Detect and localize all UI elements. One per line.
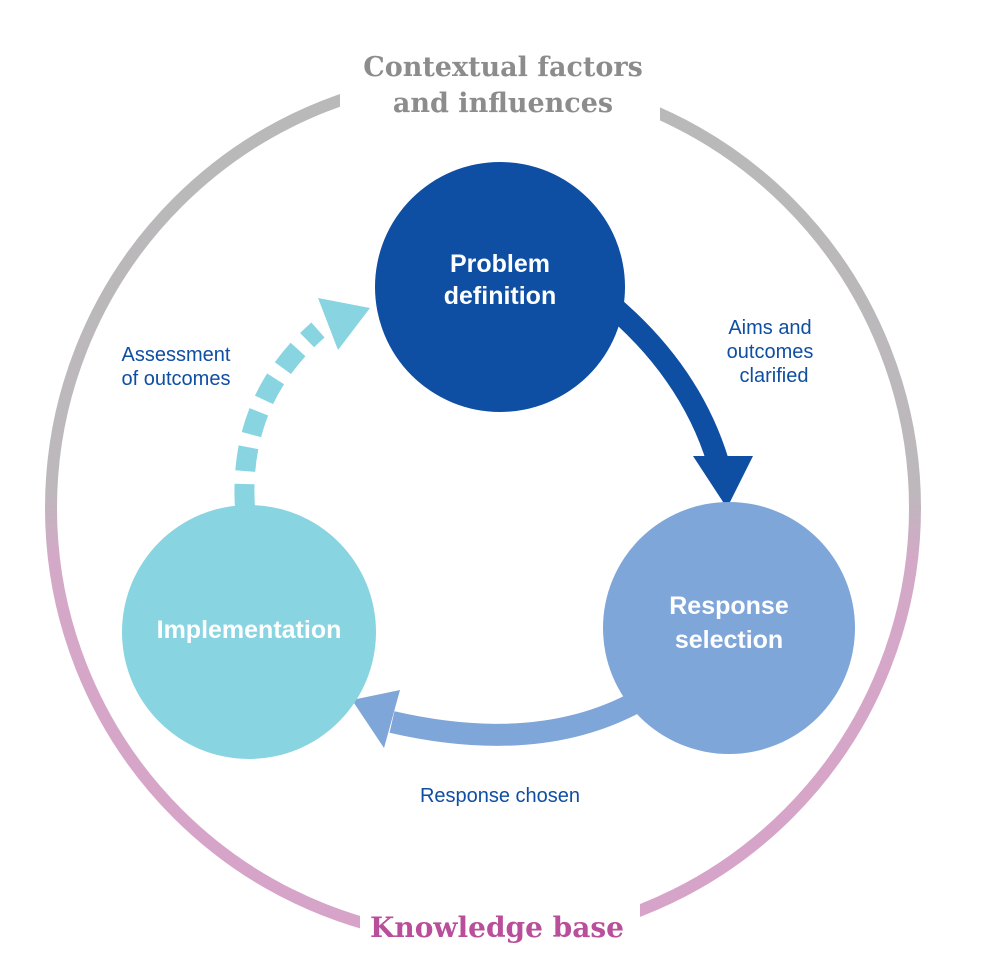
frame-top-label-line2: and influences bbox=[393, 88, 613, 119]
frame-top-label-line1: Contextual factors bbox=[363, 52, 643, 83]
bottom-label-gap bbox=[360, 900, 640, 960]
node-problem-label-line1: Problem bbox=[450, 250, 550, 278]
node-problem-definition bbox=[375, 162, 625, 412]
node-response-label-line2: selection bbox=[675, 626, 783, 654]
node-implementation bbox=[122, 505, 376, 759]
node-response-label-line1: Response bbox=[669, 592, 789, 620]
node-problem-label-line2: definition bbox=[444, 282, 556, 310]
edge-aims-label-line3: clarified bbox=[740, 365, 809, 387]
node-implementation-label: Implementation bbox=[157, 616, 342, 644]
edge-aims-label-line1: Aims and bbox=[728, 317, 811, 339]
arrow-aims-clarified-head bbox=[693, 456, 753, 508]
arrow-response-chosen-head bbox=[352, 690, 400, 748]
node-response-selection bbox=[603, 502, 855, 754]
edge-aims-label-line2: outcomes bbox=[727, 341, 814, 363]
top-label-gap bbox=[340, 42, 660, 128]
edge-chosen-label: Response chosen bbox=[420, 785, 580, 807]
arrow-assessment-of-outcomes bbox=[234, 322, 325, 509]
frame-bottom-label: Knowledge base bbox=[370, 911, 624, 944]
arrow-assessment-of-outcomes-head bbox=[318, 298, 370, 350]
edge-assessment-label-line2: of outcomes bbox=[122, 368, 231, 390]
edge-assessment-label-line1: Assessment bbox=[122, 344, 231, 366]
arrow-aims-clarified bbox=[598, 291, 729, 466]
arrow-response-chosen bbox=[389, 690, 646, 746]
